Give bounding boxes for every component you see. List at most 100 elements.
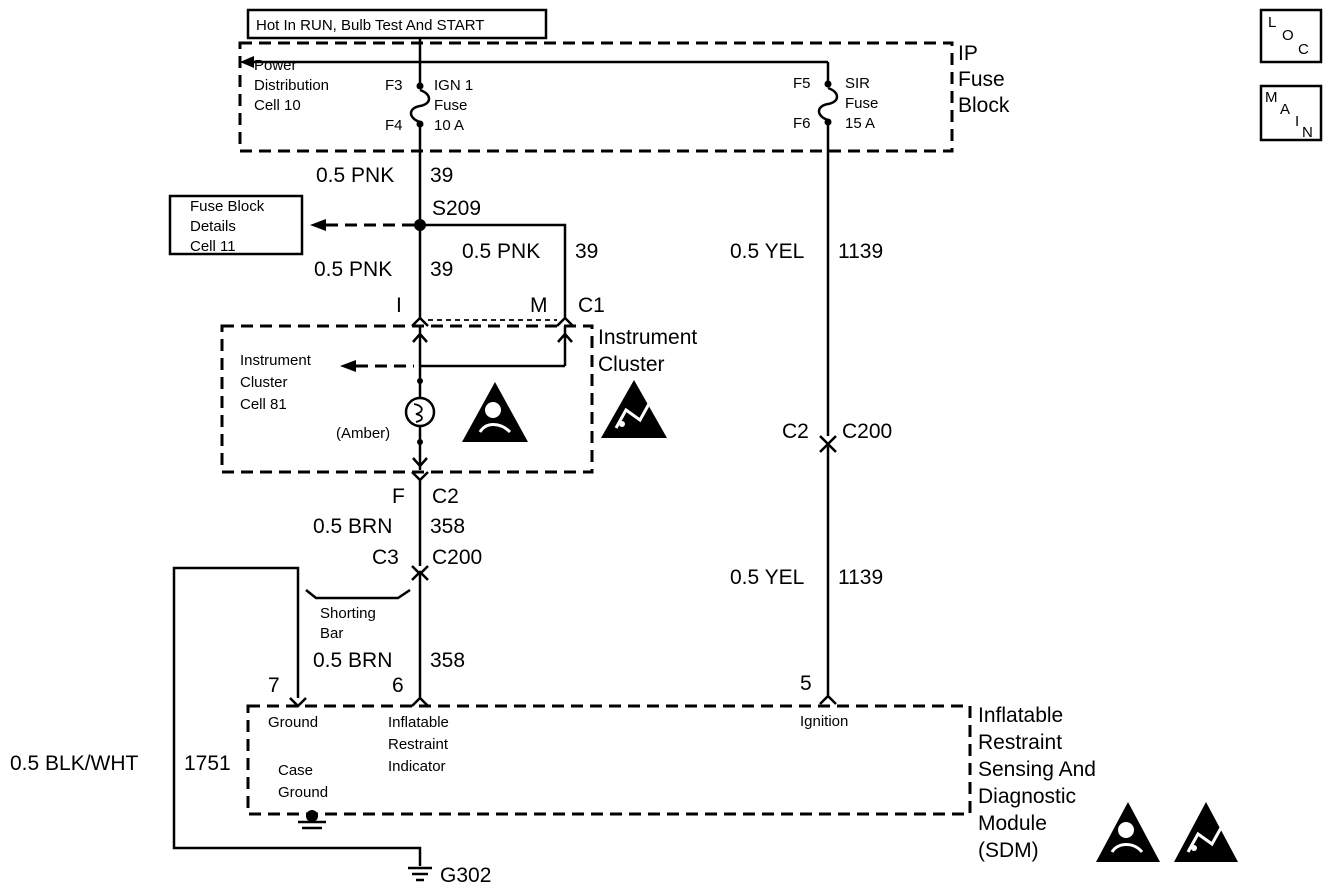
sdm-label-2: Restraint — [978, 731, 1062, 754]
loc-button[interactable]: L O C — [1259, 8, 1323, 64]
ign1-pin-f4: F4 — [385, 117, 403, 134]
c200-right-pin: C2 — [782, 420, 809, 443]
c1-pin-i: I — [396, 294, 402, 317]
c1-name: C1 — [578, 294, 605, 317]
details-arrow — [310, 219, 326, 231]
hot-in-run-box: Hot In RUN, Bulb Test And START — [246, 8, 548, 40]
c2-pin-f: F — [392, 485, 405, 508]
main-letter-m: M — [1265, 89, 1278, 106]
c1-pin-m: M — [530, 294, 548, 317]
ip-fuse-block-label-2: Fuse — [958, 68, 1005, 91]
sir-label-3: 15 A — [845, 115, 875, 132]
case-ground-1: Case — [278, 762, 313, 779]
sdm-pin6-chevron — [411, 696, 429, 707]
loc-letter-o: O — [1282, 27, 1294, 44]
c200-right-name: C200 — [842, 420, 892, 443]
sdm-pin6-name-1: Inflatable — [388, 714, 449, 731]
yel-upper-circuit: 1139 — [838, 240, 883, 263]
power-dist-label-2: Distribution — [254, 77, 329, 94]
sir-pin-f5: F5 — [793, 75, 811, 92]
ign1-pin-f3: F3 — [385, 77, 403, 94]
c1-pin-i-chevron — [411, 316, 429, 327]
pnk-top-circuit: 39 — [430, 164, 453, 187]
loc-letter-c: C — [1298, 41, 1309, 58]
sdm-label-1: Inflatable — [978, 704, 1063, 727]
power-dist-arrow — [240, 56, 254, 68]
g302-label: G302 — [440, 864, 491, 887]
sdm-outline — [246, 704, 972, 816]
cluster-cell-1: Instrument — [240, 352, 312, 369]
pnk-right-gauge: 0.5 PNK — [462, 240, 540, 263]
bulb-icon — [404, 396, 436, 428]
cluster-cell-3: Cell 81 — [240, 396, 287, 413]
shorting-bar-label-2: Bar — [320, 625, 343, 642]
sdm-pin7-name: Ground — [268, 714, 318, 731]
loc-letter-l: L — [1268, 14, 1276, 31]
ip-fuse-block-label-3: Block — [958, 94, 1010, 117]
sdm-pin6-num: 6 — [392, 674, 404, 697]
hot-in-run-label: Hot In RUN, Bulb Test And START — [256, 17, 484, 34]
sdm-pin5-num: 5 — [800, 672, 812, 695]
sdm-airbag-warning-icon — [1096, 802, 1160, 862]
fuse-block-details-3: Cell 11 — [190, 238, 236, 255]
blk-wht-circuit: 1751 — [184, 752, 231, 775]
main-button[interactable]: M A I N — [1259, 84, 1323, 142]
main-letter-i: I — [1295, 113, 1299, 130]
pnk-right-circuit: 39 — [575, 240, 598, 263]
sdm-pin5-name: Ignition — [800, 713, 848, 730]
ign1-label-1: IGN 1 — [434, 77, 473, 94]
c2-name: C2 — [432, 485, 459, 508]
sdm-pin6-name-3: Indicator — [388, 758, 446, 775]
cluster-cell-arrow — [340, 360, 356, 372]
brn-lower-gauge: 0.5 BRN — [313, 649, 392, 672]
instrument-cluster-label-2: Cluster — [598, 353, 665, 376]
sdm-label-6: (SDM) — [978, 839, 1039, 862]
fuse-block-details-1: Fuse Block — [190, 198, 265, 215]
s209-label: S209 — [432, 197, 481, 220]
instrument-cluster-label-1: Instrument — [598, 326, 697, 349]
ground-symbol-icon — [408, 866, 432, 882]
yel-lower-circuit: 1139 — [838, 566, 883, 589]
esd-warning-icon — [601, 380, 667, 438]
sir-pin-f6: F6 — [793, 115, 811, 132]
sir-label-1: SIR — [845, 75, 870, 92]
ground-wire — [172, 566, 422, 866]
case-ground-2: Ground — [278, 784, 328, 801]
main-letter-n: N — [1302, 124, 1313, 141]
airbag-warning-icon — [462, 382, 528, 442]
yel-lower-gauge: 0.5 YEL — [730, 566, 804, 589]
power-dist-label-1: Power — [254, 57, 297, 74]
sdm-label-3: Sensing And — [978, 758, 1096, 781]
sir-fuse: F5 F6 SIR Fuse 15 A — [793, 62, 878, 132]
cluster-cell-2: Cluster — [240, 374, 288, 391]
sdm-pin7-num: 7 — [268, 674, 280, 697]
ign1-label-3: 10 A — [434, 117, 464, 134]
sdm-esd-warning-icon — [1174, 802, 1238, 862]
fuse-block-details-2: Details — [190, 218, 236, 235]
main-letter-a: A — [1280, 101, 1290, 118]
ign1-fuse: F3 F4 IGN 1 Fuse 10 A — [385, 62, 473, 134]
yel-upper-gauge: 0.5 YEL — [730, 240, 804, 263]
case-ground-icon — [298, 810, 326, 830]
sdm-label-5: Module — [978, 812, 1047, 835]
sdm-pin6-name-2: Restraint — [388, 736, 449, 753]
brn-upper-gauge: 0.5 BRN — [313, 515, 392, 538]
ign1-label-2: Fuse — [434, 97, 467, 114]
pnk-top-gauge: 0.5 PNK — [316, 164, 394, 187]
sdm-pin5-chevron — [819, 694, 837, 705]
c200-left-name: C200 — [432, 546, 482, 569]
fuse-block-details-box[interactable]: Fuse Block Details Cell 11 — [168, 194, 304, 256]
sdm-label-4: Diagnostic — [978, 785, 1076, 808]
brn-upper-circuit: 358 — [430, 515, 465, 538]
pnk-branch — [420, 223, 567, 318]
bulb-color: (Amber) — [336, 425, 390, 442]
c1-pin-m-chevron — [556, 316, 574, 327]
shorting-bar — [305, 588, 411, 600]
ip-fuse-block-label-1: IP — [958, 42, 978, 65]
c200-left-pin: C3 — [372, 546, 399, 569]
ip-fuse-block-outline — [238, 41, 954, 153]
shorting-bar-label-1: Shorting — [320, 605, 376, 622]
sir-label-2: Fuse — [845, 95, 878, 112]
brn-lower-circuit: 358 — [430, 649, 465, 672]
